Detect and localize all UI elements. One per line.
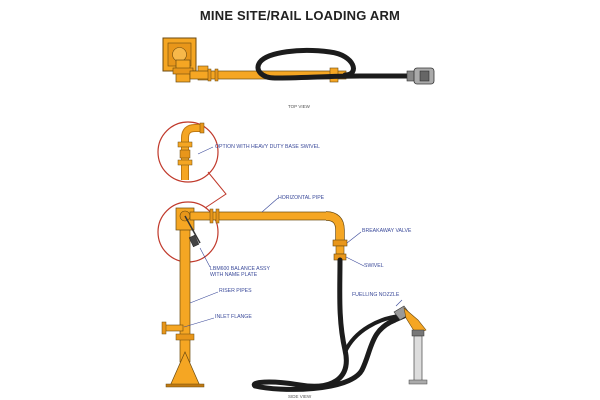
diagram-title: MINE SITE/RAIL LOADING ARM	[199, 8, 401, 23]
callout-swivel-option: OPTION WITH HEAVY DUTY BASE SWIVEL	[215, 144, 320, 150]
swivel-option-circle	[157, 121, 219, 183]
side-view	[157, 121, 428, 392]
riser-base	[169, 351, 201, 387]
top-view-label: TOP VIEW	[288, 104, 310, 109]
side-hose	[251, 257, 407, 392]
fuelling-nozzle	[393, 305, 427, 337]
callout-inlet-flange: INLET FLANGE	[215, 314, 252, 320]
breakaway-valve	[332, 239, 348, 247]
top-hose	[255, 47, 411, 81]
nozzle-stand	[413, 335, 423, 383]
callout-horizontal-pipe: HORIZONTAL PIPE	[278, 195, 325, 201]
callout-fuelling-nozzle: FUELLING NOZZLE	[352, 292, 400, 298]
side-view-label: SIDE VIEW	[288, 394, 312, 399]
top-view	[162, 37, 435, 85]
callout-breakaway-valve: BREAKAWAY VALVE	[362, 228, 412, 234]
riser-pipe	[179, 221, 191, 363]
callout-swivel: SWIVEL	[364, 263, 384, 269]
inlet-flange	[164, 324, 184, 332]
callout-riser-pipes: RISER PIPES	[219, 288, 252, 294]
callout-balance-assy: LBM600 BALANCE ASSY WITH NAME PLATE	[210, 266, 270, 278]
